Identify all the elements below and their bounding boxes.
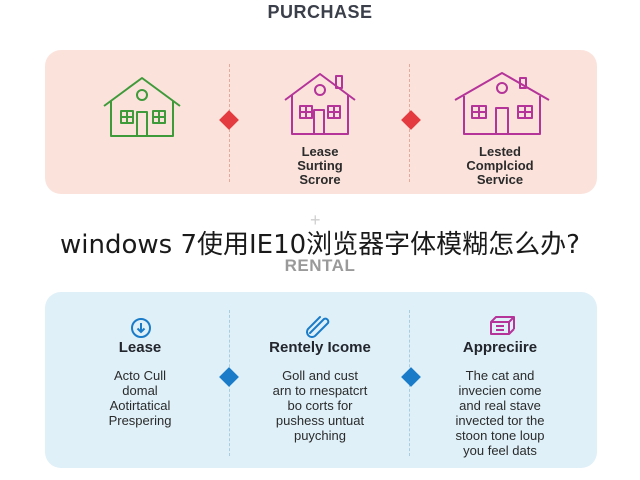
rental-title: RENTAL — [284, 256, 356, 275]
download-circle-icon — [131, 318, 151, 338]
rental-item-heading: Appreciire — [462, 339, 538, 356]
purchase-title: PURCHASE — [267, 2, 373, 22]
paperclip-icon — [306, 316, 330, 338]
rental-item-heading: Lease — [118, 339, 162, 356]
purchase-item-label: Lease Surting Scrore — [297, 144, 343, 187]
rental-item-body: Goll and cust arn to rnespatcrt bo corts… — [272, 368, 368, 443]
house-icon — [103, 77, 181, 137]
purchase-item-label: Lested Complciod Service — [466, 144, 534, 187]
plus-mark: + — [310, 210, 321, 230]
house-icon — [284, 73, 356, 135]
rental-item-body: Acto Cull domal Aotirtatical Prespering — [108, 368, 172, 428]
rental-item-body: The cat and invecien come and real stave… — [455, 368, 545, 458]
rental-item-heading: Rentely Icome — [269, 339, 371, 356]
box-icon — [490, 316, 515, 335]
house-icon — [454, 72, 550, 135]
overlay-caption: windows 7使用IE10浏览器字体模糊怎么办? — [60, 230, 580, 260]
